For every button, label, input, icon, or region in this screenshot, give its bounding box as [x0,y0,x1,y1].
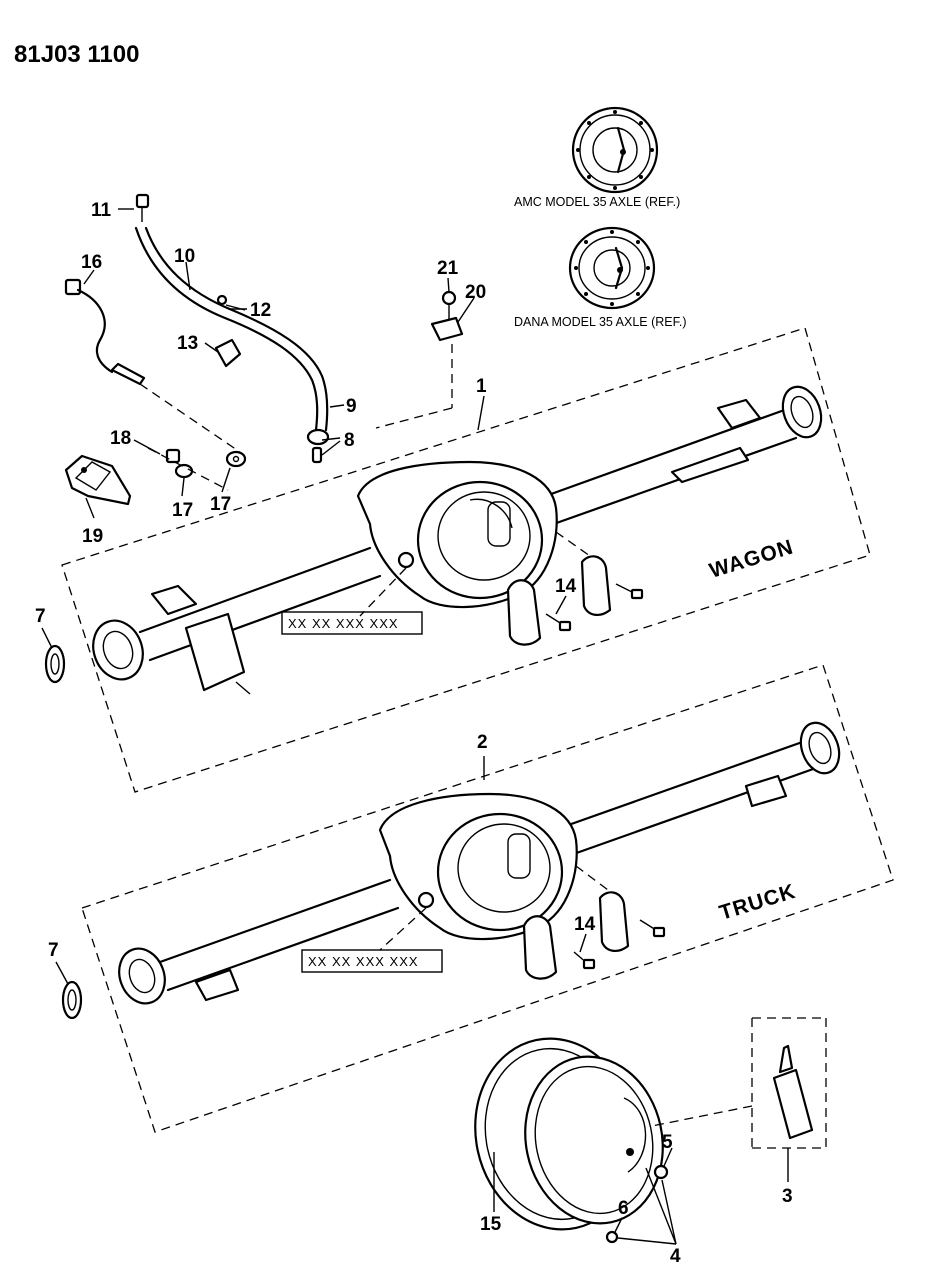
callout-8: 8 [344,430,355,451]
callout-3: 3 [782,1186,793,1207]
sensor-bracket [64,454,132,506]
axle-seals [44,644,83,1020]
truck-id-mark: XX XX XXX XXX [308,954,419,969]
abs-sensor-assembly [64,278,241,453]
washers-and-nut [147,447,247,491]
callout-9: 9 [346,396,357,417]
callout-7b: 7 [48,940,59,961]
callout-10: 10 [174,246,195,267]
vent-bracket [375,290,464,429]
callout-16: 16 [81,252,102,273]
fasteners [605,1164,669,1244]
dana-axle-reference-label: DANA MODEL 35 AXLE (REF.) [514,315,687,329]
callout-6: 6 [618,1198,629,1219]
wagon-label: WAGON [707,535,797,582]
callout-15: 15 [480,1214,502,1235]
dana-cover-reference [568,226,656,310]
sealant-tube [651,1017,827,1149]
callout-20: 20 [465,282,486,303]
callout-4: 4 [670,1246,681,1267]
amc-axle-reference-label: AMC MODEL 35 AXLE (REF.) [514,195,680,209]
callout-13: 13 [177,333,198,354]
callout-2: 2 [477,732,488,753]
callout-numbers: 11 10 16 12 13 21 20 1 9 8 18 17 17 19 7… [35,200,793,1267]
callout-21: 21 [437,258,459,279]
callout-5: 5 [662,1132,673,1153]
callout-1: 1 [476,376,487,397]
truck-label: TRUCK [717,880,799,925]
callout-19: 19 [82,526,103,547]
diagram-code: 81J03 1100 [14,41,139,68]
amc-cover-reference [571,106,659,194]
callout-12: 12 [250,300,271,321]
callout-14b: 14 [574,914,596,935]
callout-18: 18 [110,428,131,449]
callout-14a: 14 [555,576,577,597]
wagon-id-mark: XX XX XXX XXX [288,616,399,631]
truck-axle-section: XX XX XXX XXX TRUCK [81,664,894,1133]
leader-lines [41,208,789,1245]
callout-11: 11 [91,200,112,221]
vent-hose-assembly [134,193,330,464]
wagon-axle-section: XX XX XXX XXX WAGON [61,327,871,793]
callout-17b: 17 [210,494,231,515]
callout-7a: 7 [35,606,46,627]
differential-cover [524,1055,664,1225]
callout-17a: 17 [172,500,193,521]
